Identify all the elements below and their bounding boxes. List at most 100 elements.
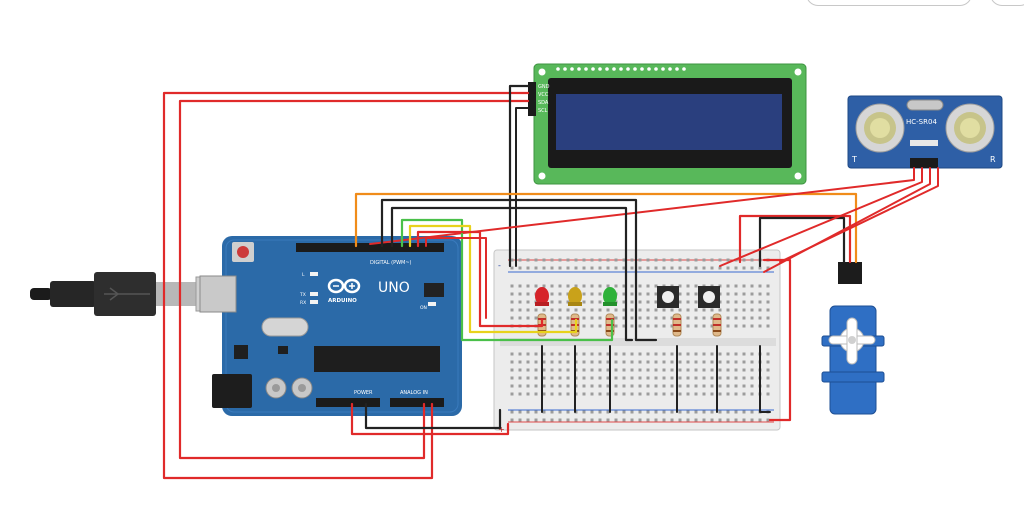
breadboard-hole xyxy=(694,352,698,356)
breadboard-hole xyxy=(518,308,522,312)
breadboard-hole xyxy=(702,368,706,372)
breadboard-hole xyxy=(518,360,522,364)
led-yellow[interactable] xyxy=(568,287,582,306)
servo-connector[interactable] xyxy=(838,262,862,284)
breadboard-hole xyxy=(558,384,562,388)
wire-red-lcd-vcc-outer xyxy=(162,91,530,480)
breadboard-hole xyxy=(742,352,746,356)
breadboard-hole xyxy=(686,384,690,388)
pushbutton-1[interactable] xyxy=(657,286,679,308)
breadboard-hole xyxy=(742,284,746,288)
breadboard-hole xyxy=(606,308,610,312)
breadboard-hole xyxy=(638,292,642,296)
breadboard-hole xyxy=(598,392,602,396)
breadboard-hole xyxy=(630,292,634,296)
analog-label: ANALOG IN xyxy=(400,390,428,396)
breadboard-hole xyxy=(766,292,770,296)
breadboard-hole xyxy=(550,376,554,380)
analog-header[interactable] xyxy=(390,398,444,407)
breadboard-hole xyxy=(678,410,682,414)
wire-black-lcd-gnd xyxy=(508,84,530,268)
breadboard-hole xyxy=(726,410,730,414)
breadboard-hole xyxy=(598,316,602,320)
breadboard-hole xyxy=(542,284,546,288)
breadboard-hole xyxy=(558,316,562,320)
digital-header[interactable] xyxy=(296,243,444,252)
breadboard-hole xyxy=(670,384,674,388)
breadboard-hole xyxy=(526,376,530,380)
breadboard-hole xyxy=(694,266,698,270)
breadboard-hole xyxy=(518,368,522,372)
lcd-top-pin xyxy=(619,67,623,71)
rail-plus-label: + xyxy=(498,425,505,434)
breadboard-hole xyxy=(630,266,634,270)
breadboard-hole xyxy=(694,316,698,320)
sensor-pin-header[interactable] xyxy=(910,158,938,168)
breadboard-hole xyxy=(718,376,722,380)
breadboard-hole xyxy=(558,284,562,288)
hc-sr04-ultrasonic-sensor[interactable]: HC-SR04 T R xyxy=(847,95,1003,169)
breadboard-hole xyxy=(726,284,730,288)
breadboard-hole xyxy=(574,266,578,270)
breadboard-hole xyxy=(510,376,514,380)
breadboard-hole xyxy=(542,352,546,356)
breadboard-hole xyxy=(734,308,738,312)
breadboard-hole xyxy=(630,316,634,320)
breadboard-hole xyxy=(758,300,762,304)
breadboard-hole xyxy=(678,418,682,422)
lcd-pin-header[interactable]: GND VCC SDA SCL xyxy=(528,82,550,116)
lcd-16x2-i2c[interactable]: GND VCC SDA SCL xyxy=(528,63,807,185)
breadboard-hole xyxy=(566,392,570,396)
power-header[interactable] xyxy=(316,398,380,407)
breadboard-hole xyxy=(758,292,762,296)
wire-black-button-2 xyxy=(390,206,634,342)
breadboard-hole xyxy=(574,284,578,288)
breadboard-hole xyxy=(566,376,570,380)
breadboard-hole xyxy=(662,360,666,364)
wires[interactable] xyxy=(162,84,939,480)
breadboard-hole xyxy=(694,292,698,296)
breadboard-hole xyxy=(638,376,642,380)
breadboard-hole xyxy=(686,284,690,288)
breadboard-hole xyxy=(670,266,674,270)
breadboard-hole xyxy=(718,258,722,262)
led-red[interactable] xyxy=(535,287,549,306)
breadboard-hole xyxy=(614,308,618,312)
breadboard-hole xyxy=(654,352,658,356)
breadboard-hole xyxy=(742,266,746,270)
breadboard-hole xyxy=(694,360,698,364)
breadboard-hole xyxy=(734,292,738,296)
breadboard-hole xyxy=(582,300,586,304)
breadboard-hole xyxy=(630,418,634,422)
breadboard-hole xyxy=(622,300,626,304)
breadboard-hole xyxy=(702,316,706,320)
breadboard-hole xyxy=(566,284,570,288)
breadboard-hole xyxy=(542,418,546,422)
breadboard-hole xyxy=(606,368,610,372)
sensor-t-label: T xyxy=(851,155,857,164)
breadboard-hole xyxy=(654,258,658,262)
breadboard-hole xyxy=(526,418,530,422)
breadboard-hole xyxy=(638,308,642,312)
breadboard-hole xyxy=(518,352,522,356)
led-green[interactable] xyxy=(603,287,617,306)
breadboard-hole xyxy=(758,284,762,288)
lcd-top-pin xyxy=(591,67,595,71)
arduino-uno-board[interactable]: UNO ARDUINO DIGITAL (PWM~) POWER ANALOG … xyxy=(199,236,462,416)
breadboard-hole xyxy=(742,292,746,296)
breadboard-hole xyxy=(710,410,714,414)
breadboard-hole xyxy=(630,258,634,262)
pushbutton-2[interactable] xyxy=(698,286,720,308)
breadboard-hole xyxy=(518,316,522,320)
breadboard-hole xyxy=(646,308,650,312)
breadboard-hole xyxy=(686,376,690,380)
breadboard-hole xyxy=(534,376,538,380)
breadboard-hole xyxy=(694,300,698,304)
breadboard-hole xyxy=(582,284,586,288)
breadboard-hole xyxy=(638,384,642,388)
breadboard-hole xyxy=(526,292,530,296)
servo-motor[interactable] xyxy=(821,262,885,415)
breadboard-hole xyxy=(590,292,594,296)
breadboard-hole xyxy=(662,368,666,372)
